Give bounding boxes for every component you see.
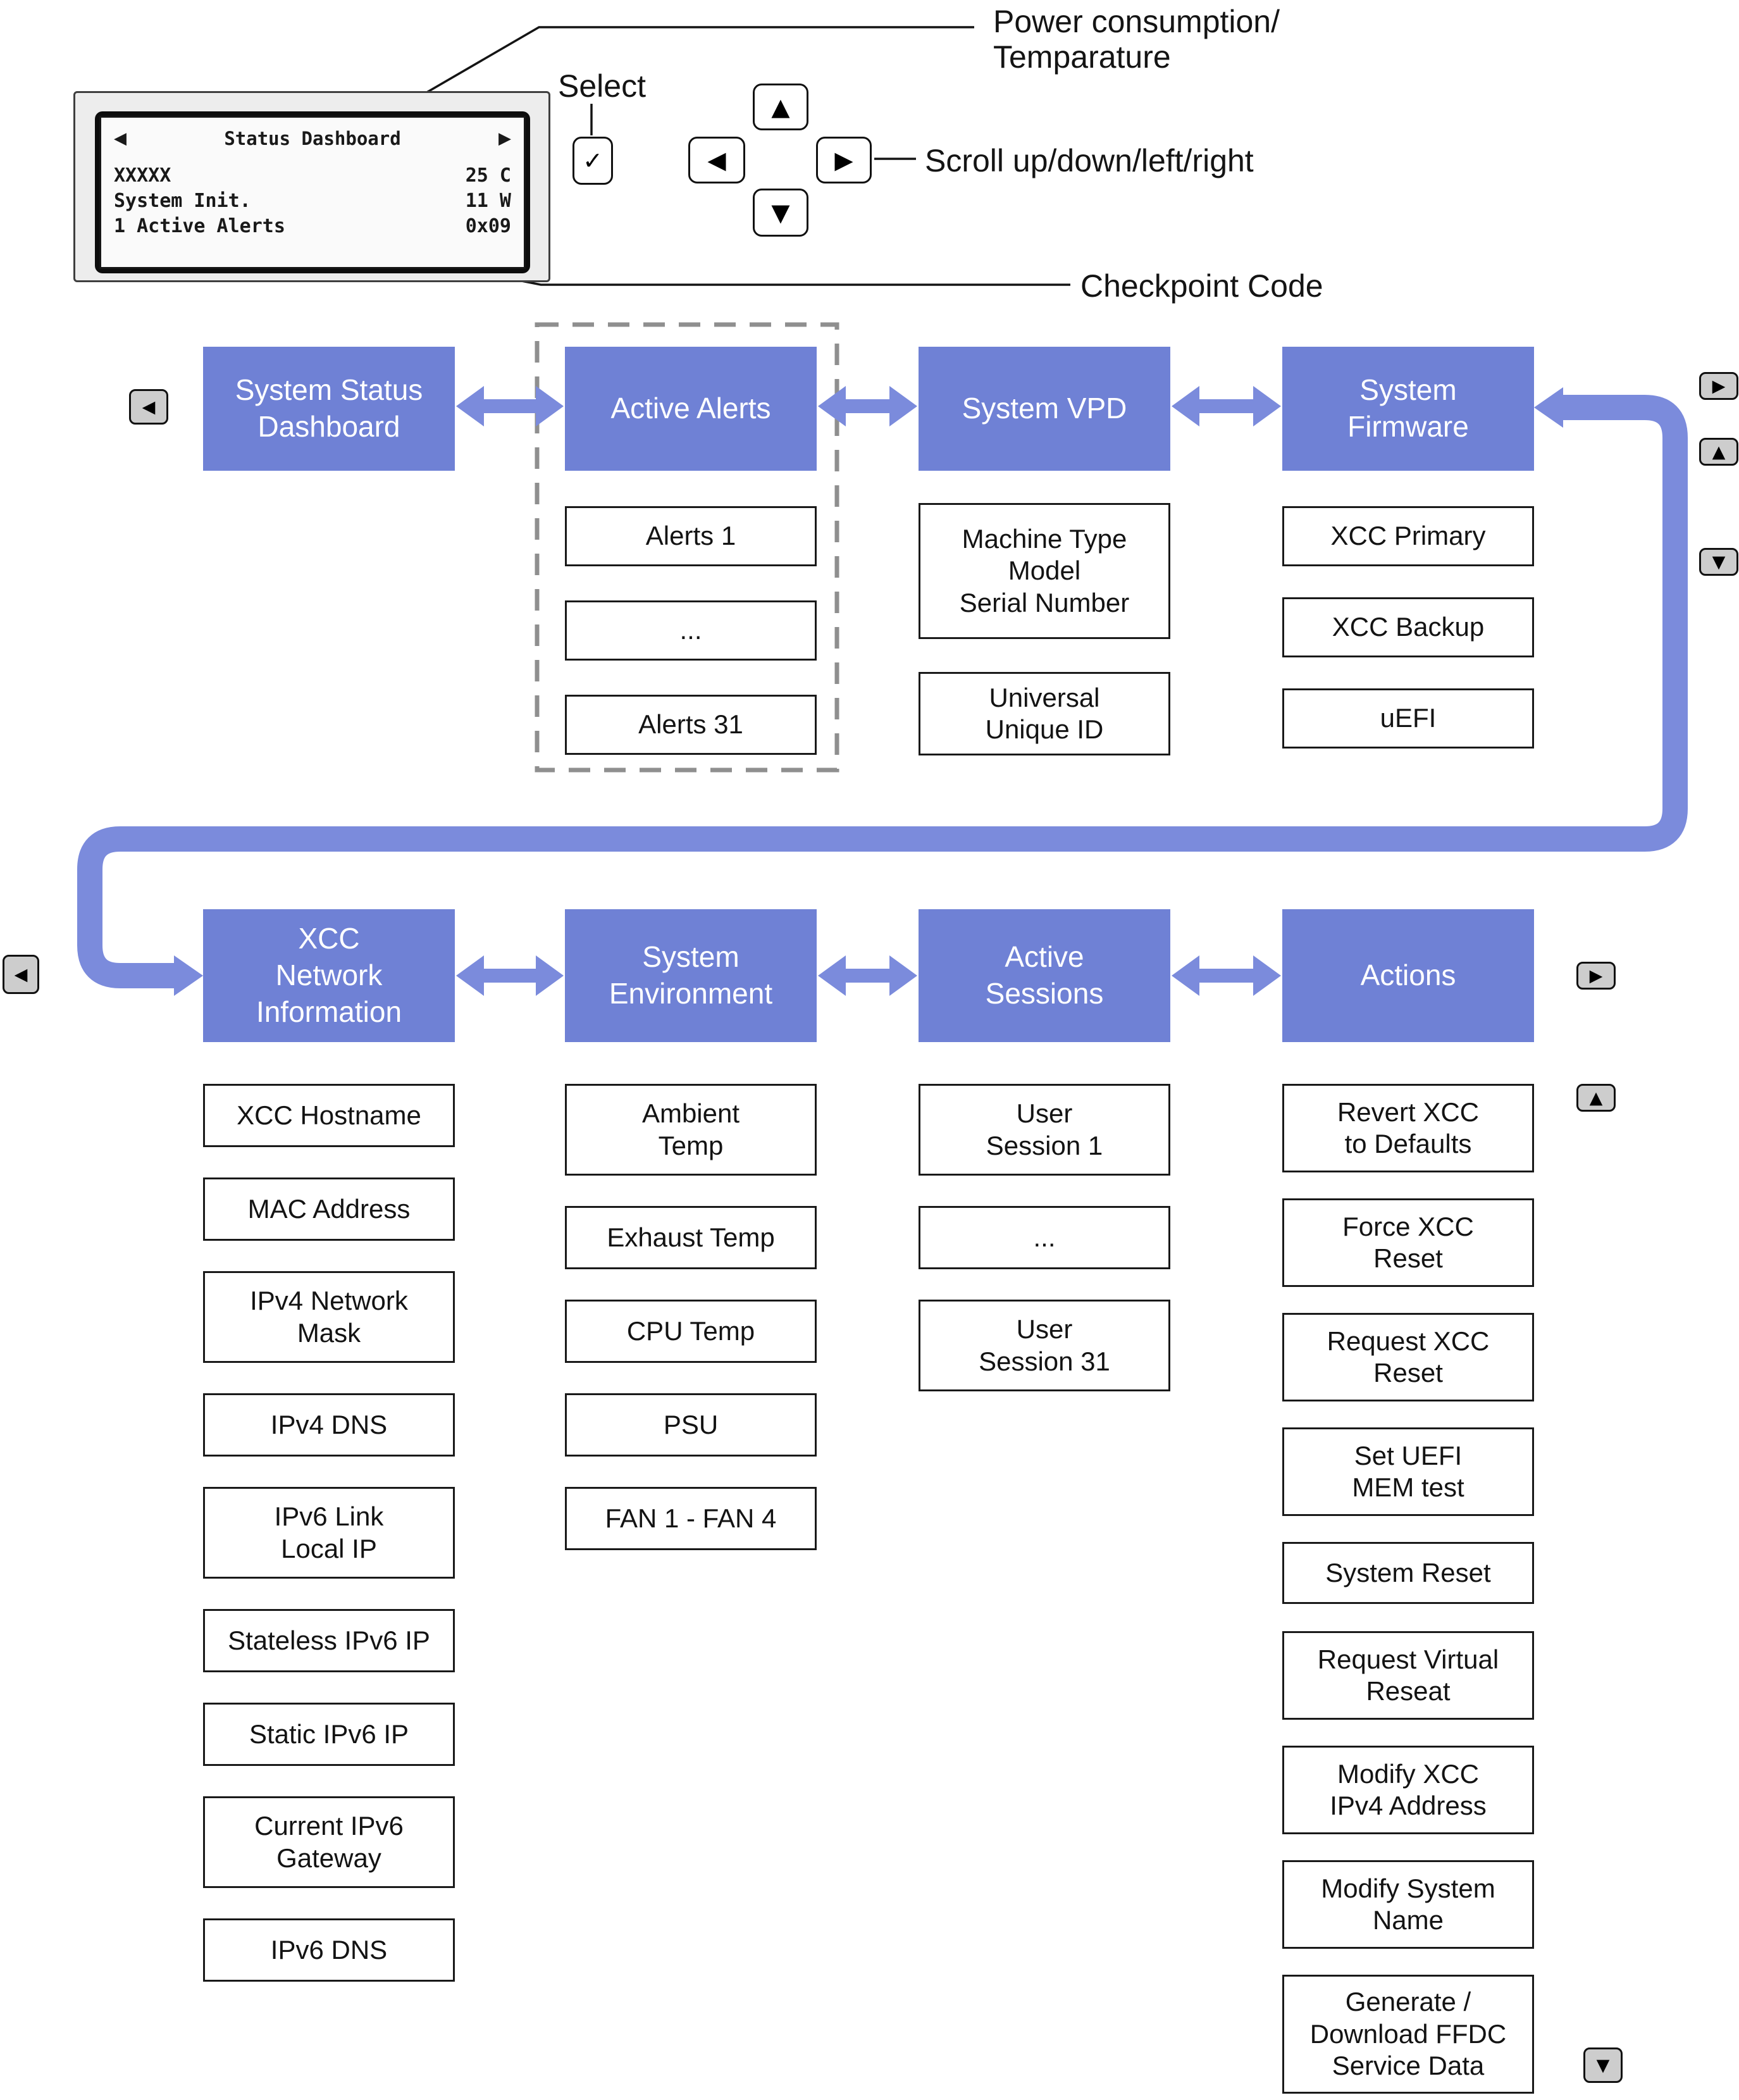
double-arrow [456,386,564,426]
submenu-item-cpu-temp: CPU Temp [565,1300,817,1363]
submenu-item-ellipsis: ... [919,1206,1170,1269]
menu-item-system-environment: System Environment [565,909,817,1042]
submenu-item-ellipsis: ... [565,600,817,661]
submenu-item-stateless-ipv6-ip: Stateless IPv6 IP [203,1609,455,1672]
submenu-item-xcc-hostname: XCC Hostname [203,1084,455,1147]
submenu-item-user-session-31: User Session 31 [919,1300,1170,1391]
submenu-item-universal-unique-id: Universal Unique ID [919,672,1170,755]
submenu-item-generate-download-ffdc-service-data: Generate / Download FFDC Service Data [1282,1975,1534,2094]
lcd-status-row: XXXXX 25 C [114,163,511,189]
menu-item-active-sessions: Active Sessions [919,909,1170,1042]
submenu-item-machine-type-model-serial-number: Machine Type Model Serial Number [919,503,1170,639]
dpad-right-button: ▶ [816,137,872,183]
lcd-screen: ◀ Status Dashboard ▶ XXXXX 25 C System I… [95,111,530,273]
row2-scroll-right-button: ▶ [1576,962,1616,990]
submenu-item-modify-xcc-ipv4-address: Modify XCC IPv4 Address [1282,1746,1534,1834]
submenu-item-set-uefi-mem-test: Set UEFI MEM test [1282,1427,1534,1516]
double-arrow [456,955,564,996]
submenu-item-fan-1-fan-4: FAN 1 - FAN 4 [565,1487,817,1550]
submenu-item-force-xcc-reset: Force XCC Reset [1282,1198,1534,1287]
row1-scroll-right-button: ▶ [1699,372,1738,400]
lcd-status-value: 0x09 [465,215,511,237]
lcd-title: Status Dashboard [224,128,401,149]
submenu-item-uefi: uEFI [1282,688,1534,749]
menu-item-active-alerts: Active Alerts [565,347,817,471]
double-arrow [818,955,917,996]
double-arrow [1172,955,1281,996]
row2-scroll-left-button: ◀ [3,955,39,994]
submenu-item-ambient-temp: Ambient Temp [565,1084,817,1176]
lcd-status-value: 25 C [465,165,511,187]
submenu-item-current-ipv6-gateway: Current IPv6 Gateway [203,1796,455,1888]
lcd-title-row: ◀ Status Dashboard ▶ [114,128,511,149]
check-icon: ✓ [583,147,603,175]
menu-item-system-firmware: System Firmware [1282,347,1534,471]
submenu-item-static-ipv6-ip: Static IPv6 IP [203,1703,455,1766]
lcd-status-label: 1 Active Alerts [114,215,285,237]
submenu-item-ipv6-dns: IPv6 DNS [203,1918,455,1982]
menu-item-xcc-network-information: XCC Network Information [203,909,455,1042]
menu-item-system-vpd: System VPD [919,347,1170,471]
row1-scroll-up-button: ▲ [1699,438,1738,466]
row1-scroll-left-button: ◀ [129,389,168,425]
wrap-arrowhead-right [174,955,203,996]
submenu-item-xcc-primary: XCC Primary [1282,506,1534,566]
submenu-item-exhaust-temp: Exhaust Temp [565,1206,817,1269]
lcd-left-arrow-icon: ◀ [114,129,127,148]
row2-scroll-up-button: ▲ [1576,1084,1616,1112]
scroll-label: Scroll up/down/left/right [925,143,1254,178]
submenu-item-modify-system-name: Modify System Name [1282,1860,1534,1949]
dpad-left-button: ◀ [688,137,745,183]
dpad-up-button: ▲ [753,84,808,130]
lcd-screen-content: ◀ Status Dashboard ▶ XXXXX 25 C System I… [99,116,526,269]
triangle-left-icon: ◀ [707,146,726,174]
select-button: ✓ [572,137,613,185]
lcd-right-arrow-icon: ▶ [498,129,511,148]
lcd-status-label: XXXXX [114,165,171,187]
dpad-down-button: ▼ [753,189,808,237]
triangle-right-icon: ▶ [1589,966,1603,986]
submenu-item-ipv4-network-mask: IPv4 Network Mask [203,1271,455,1363]
menu-item-actions: Actions [1282,909,1534,1042]
triangle-left-icon: ◀ [14,964,28,985]
row-wrap-connector [77,395,1688,988]
submenu-item-xcc-backup: XCC Backup [1282,597,1534,657]
triangle-down-icon: ▼ [1712,552,1726,572]
submenu-item-psu: PSU [565,1393,817,1457]
power-consumption-label: Power consumption/ Temparature [993,4,1280,75]
triangle-up-icon: ▲ [1712,442,1726,462]
double-arrow [818,386,917,426]
wrap-arrowhead-left [1534,387,1563,428]
submenu-item-ipv4-dns: IPv4 DNS [203,1393,455,1457]
triangle-down-icon: ▼ [1596,2055,1610,2075]
submenu-item-user-session-1: User Session 1 [919,1084,1170,1176]
submenu-item-revert-xcc-to-defaults: Revert XCC to Defaults [1282,1084,1534,1172]
submenu-item-mac-address: MAC Address [203,1177,455,1241]
submenu-item-request-xcc-reset: Request XCC Reset [1282,1313,1534,1401]
triangle-up-icon: ▲ [771,93,790,121]
row2-scroll-down-button: ▼ [1583,2047,1623,2083]
select-label: Select [558,68,646,104]
lcd-status-value: 11 W [465,190,511,212]
submenu-item-request-virtual-reseat: Request Virtual Reseat [1282,1631,1534,1720]
lcd-status-label: System Init. [114,190,251,212]
double-arrow [1172,386,1281,426]
triangle-up-icon: ▲ [1589,1088,1603,1108]
submenu-item-alerts-1: Alerts 1 [565,506,817,566]
triangle-right-icon: ▶ [834,146,853,174]
triangle-left-icon: ◀ [142,397,156,417]
triangle-right-icon: ▶ [1712,376,1726,396]
triangle-down-icon: ▼ [771,199,790,227]
lcd-status-row: 1 Active Alerts 0x09 [114,214,511,239]
submenu-item-ipv6-link-local-ip: IPv6 Link Local IP [203,1487,455,1579]
row1-scroll-down-button: ▼ [1699,548,1738,576]
submenu-item-alerts-31: Alerts 31 [565,695,817,755]
submenu-item-system-reset: System Reset [1282,1542,1534,1604]
active-alerts-group-outline [535,322,839,773]
menu-item-system-status-dashboard: System Status Dashboard [203,347,455,471]
checkpoint-code-label: Checkpoint Code [1080,268,1323,304]
lcd-status-row: System Init. 11 W [114,189,511,214]
